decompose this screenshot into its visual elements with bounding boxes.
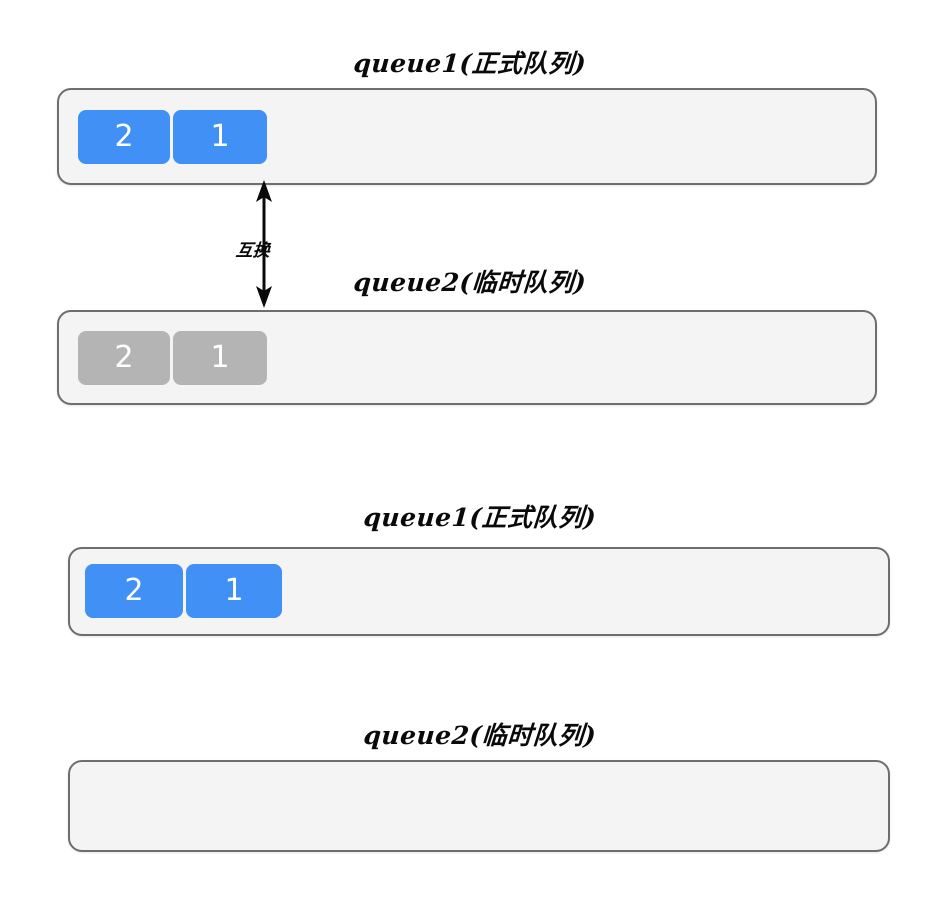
queue-cell[interactable]: 2 [85,564,183,618]
queue1-bottom-cells: 2 1 [85,564,282,618]
queue-cell[interactable]: 2 [78,331,170,385]
queue1-bottom-title: queue1(正式队列) [362,503,598,532]
swap-double-arrow-icon [243,178,285,310]
queue2-bottom-title: queue2(临时队列) [362,721,598,750]
queue-cell[interactable]: 1 [173,110,267,164]
queue2-top-cells: 2 1 [78,331,267,385]
queue1-top-title: queue1(正式队列) [352,49,588,78]
queue-cell[interactable]: 2 [78,110,170,164]
swap-label: 互换 [234,241,271,261]
queue1-top-cells: 2 1 [78,110,267,164]
queue2-top-title: queue2(临时队列) [352,268,588,297]
queue2-bottom-container [68,760,890,852]
queue-cell[interactable]: 1 [186,564,282,618]
queue-cell[interactable]: 1 [173,331,267,385]
